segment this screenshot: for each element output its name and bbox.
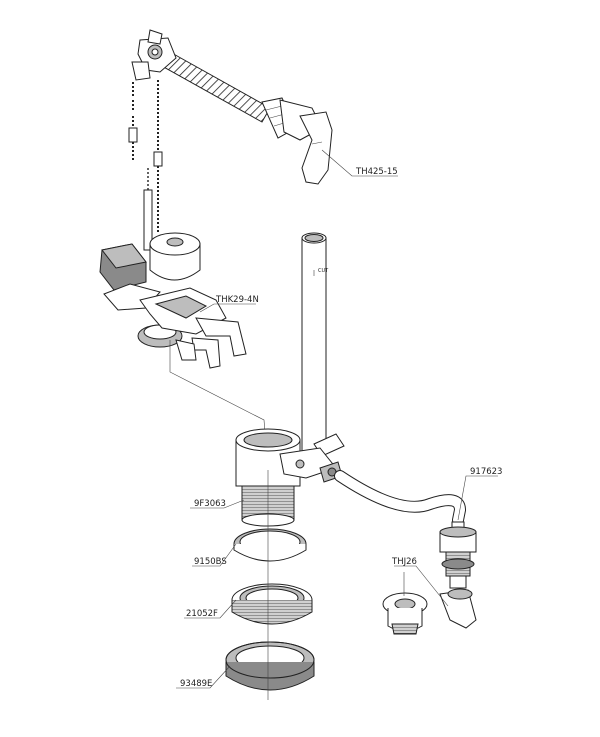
label-thk29: THK29-4N <box>215 295 259 305</box>
label-93489e: 93489E <box>180 679 212 689</box>
thj26-part <box>382 592 428 635</box>
callout-leaders <box>176 149 498 689</box>
washer-9150bs <box>233 528 307 562</box>
lift-chains <box>128 80 163 246</box>
label-9f3063: 9F3063 <box>194 499 226 509</box>
flush-valve-assembly <box>99 189 247 369</box>
label-21052f: 21052F <box>186 609 218 619</box>
overflow-pipe-base: CUT <box>235 232 345 527</box>
gasket-93489e <box>225 641 315 691</box>
refill-tube <box>334 470 467 526</box>
handle-lever-assembly <box>131 29 333 185</box>
label-th425: TH425-15 <box>355 167 398 177</box>
label-thj26: THJ26 <box>391 557 417 567</box>
label-9150bs: 9150BS <box>194 557 227 567</box>
label-917623: 917623 <box>470 467 502 477</box>
fill-valve <box>439 521 477 629</box>
nut-21052f <box>231 583 313 625</box>
pipe-mark-text: CUT <box>318 268 329 274</box>
